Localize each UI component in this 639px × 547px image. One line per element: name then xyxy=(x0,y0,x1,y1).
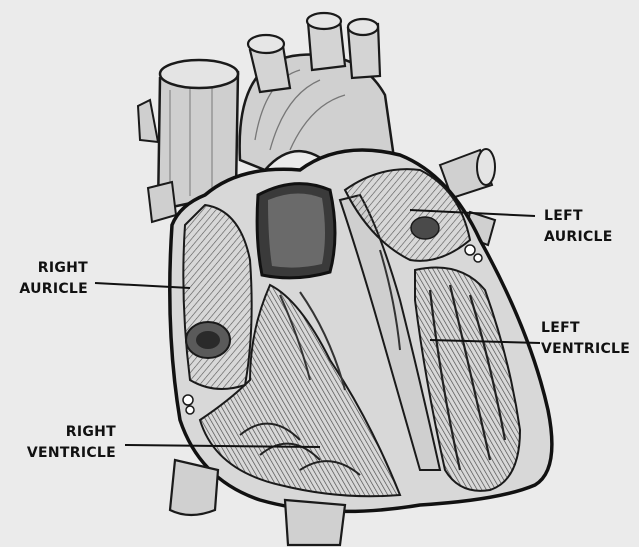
right-ventricle-label-line2: VENTRICLE xyxy=(14,443,116,464)
right-auricle-label-line1: RIGHT xyxy=(6,258,88,279)
right-auricle-label-line2: AURICLE xyxy=(6,279,88,300)
right-auricle-label: RIGHT AURICLE xyxy=(6,258,88,300)
right-ventricle-label-line1: RIGHT xyxy=(14,422,116,443)
left-ventricle-label-line1: LEFT xyxy=(541,318,630,339)
right-auricle-chamber xyxy=(183,205,251,389)
left-auricle-label-line1: LEFT xyxy=(544,206,613,227)
left-ventricle-label-line2: VENTRICLE xyxy=(541,339,630,360)
left-ventricle-label: LEFT VENTRICLE xyxy=(541,318,630,360)
left-auricle-label-line2: AURICLE xyxy=(544,227,613,248)
right-ventricle-label: RIGHT VENTRICLE xyxy=(14,422,116,464)
left-auricle-label: LEFT AURICLE xyxy=(544,206,613,248)
